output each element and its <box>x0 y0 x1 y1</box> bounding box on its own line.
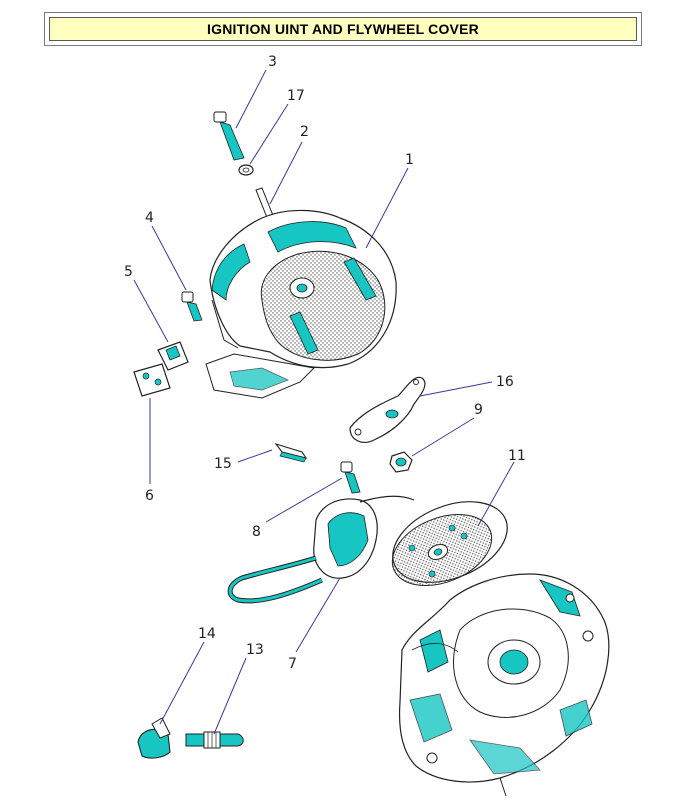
callout-6: 6 <box>145 488 154 504</box>
leader-8 <box>265 477 343 523</box>
part-grommet-upper <box>157 341 189 371</box>
callout-3: 3 <box>268 54 277 70</box>
leader-16 <box>419 381 493 397</box>
part-flywheel-cover <box>205 209 397 399</box>
part-grommet-lower <box>133 363 171 397</box>
leader-11 <box>477 461 515 527</box>
title-frame: IGNITION UINT AND FLYWHEEL COVER <box>44 12 642 46</box>
part-bolt-long <box>213 111 245 161</box>
part-spark-plug-cap <box>137 717 171 759</box>
leader-13 <box>213 657 247 735</box>
callout-labels: 3 17 2 1 4 5 6 16 9 15 8 11 7 14 13 <box>124 54 526 672</box>
part-stator-screw <box>340 461 361 494</box>
leader-3 <box>235 69 267 129</box>
leader-7 <box>295 577 341 653</box>
diagram-title: IGNITION UINT AND FLYWHEEL COVER <box>207 21 479 37</box>
part-bracket <box>349 376 426 443</box>
leader-4 <box>151 225 187 291</box>
callout-9: 9 <box>474 402 483 418</box>
leader-2 <box>269 141 303 205</box>
callout-13: 13 <box>246 642 264 658</box>
callout-11: 11 <box>508 448 526 464</box>
callout-8: 8 <box>252 524 261 540</box>
callout-7: 7 <box>288 656 297 672</box>
title-box: IGNITION UINT AND FLYWHEEL COVER <box>49 17 637 41</box>
leader-5 <box>133 279 169 343</box>
part-crankcase <box>398 573 610 797</box>
callout-5: 5 <box>124 264 133 280</box>
part-flywheel-rotor <box>391 501 508 586</box>
part-screw <box>181 291 203 322</box>
part-spark-plug <box>185 731 244 749</box>
part-washer <box>238 164 254 176</box>
part-nut <box>389 451 413 473</box>
callout-17: 17 <box>287 88 305 104</box>
callout-16: 16 <box>496 374 514 390</box>
callout-1: 1 <box>405 152 414 168</box>
callout-14: 14 <box>198 626 216 642</box>
leader-14 <box>159 641 205 725</box>
leader-15 <box>237 449 273 463</box>
leader-17 <box>249 103 289 165</box>
callout-2: 2 <box>300 124 309 140</box>
callout-15: 15 <box>214 456 232 472</box>
leader-9 <box>411 417 475 457</box>
part-ignition-stator <box>227 495 415 604</box>
leader-1 <box>365 167 409 249</box>
callout-4: 4 <box>145 210 154 226</box>
part-woodruff-key <box>274 442 308 463</box>
leader-lines <box>133 69 515 735</box>
